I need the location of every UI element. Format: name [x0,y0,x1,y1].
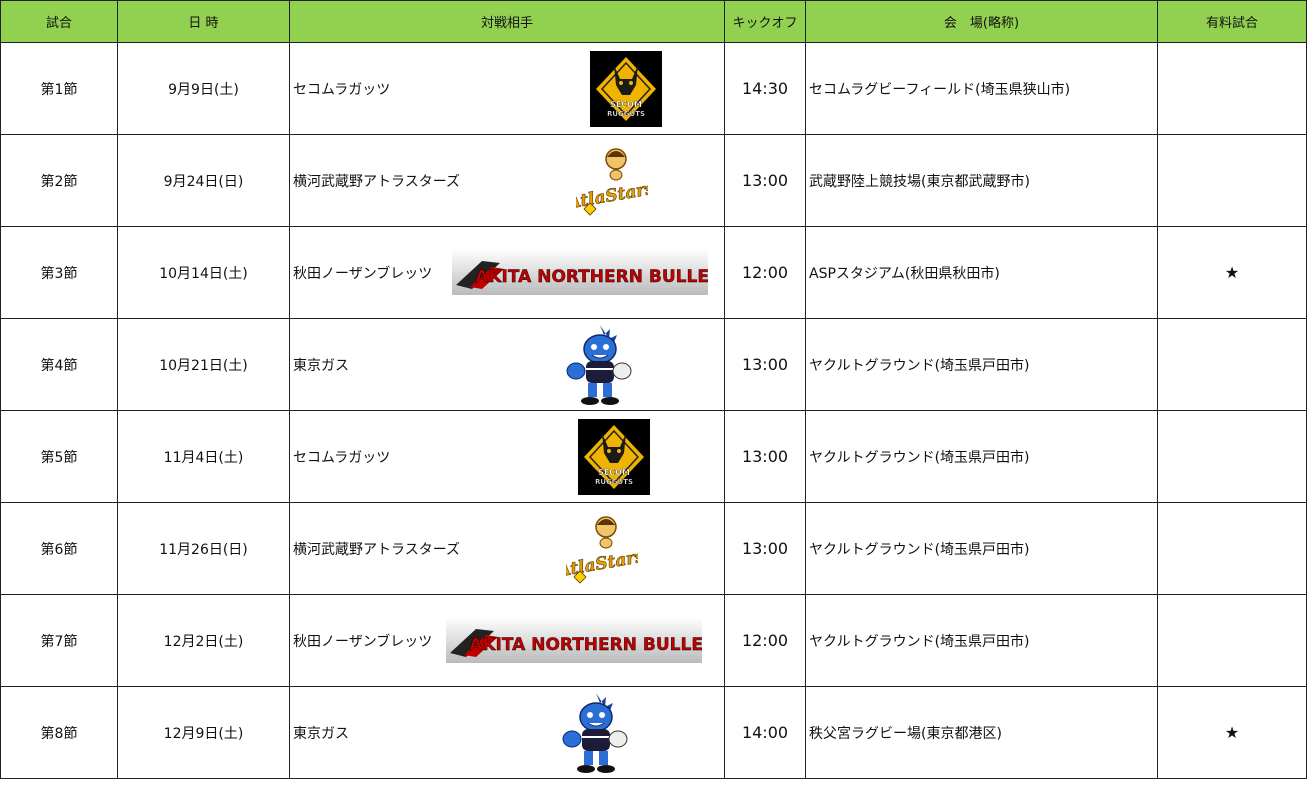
kickoff-cell: 13:00 [724,410,806,503]
opponent-cell: 横河武蔵野アトラスターズ AtlaStars [289,134,725,227]
date-cell: 12月9日(土) [117,686,290,779]
paid-match-cell: ★ [1157,686,1307,779]
secom-logo-top: SECOM [598,468,630,477]
opponent-name: 東京ガス [293,725,349,742]
venue-cell: セコムラグビーフィールド(埼玉県狭山市) [805,42,1158,135]
akita-logo-text: AKITA NORTHERN BULLETS [475,267,708,287]
paid-match-cell [1157,502,1307,595]
header-date: 日 時 [117,0,290,43]
kickoff-cell: 12:00 [724,226,806,319]
date-cell: 9月24日(日) [117,134,290,227]
atla-team-logo: AtlaStars [554,511,647,587]
secom-logo-top: SECOM [610,100,642,109]
match-cell: 第5節 [0,410,118,503]
secom-logo-bottom: RUGGUTS [595,478,633,486]
opponent-name: 横河武蔵野アトラスターズ [293,173,461,190]
kickoff-cell: 12:00 [724,594,806,687]
venue-cell: 秩父宮ラグビー場(東京都港区) [805,686,1158,779]
kickoff-cell: 13:00 [724,502,806,595]
kickoff-cell: 13:00 [724,134,806,227]
kickoff-cell: 14:30 [724,42,806,135]
opponent-cell: 秋田ノーザンブレッツ AKITA NORTHERN BULLETS [289,226,733,319]
paid-match-cell [1157,318,1307,411]
atla-team-logo: AtlaStars [564,143,657,219]
opponent-cell: 東京ガス [289,686,725,779]
header-kickoff: キックオフ [724,0,806,43]
date-cell: 10月21日(土) [117,318,290,411]
paid-match-cell [1157,42,1307,135]
gas-team-logo [564,323,636,407]
paid-match-cell: ★ [1157,226,1307,319]
opponent-name: 横河武蔵野アトラスターズ [293,541,461,558]
secom-logo-bottom: RUGGUTS [607,110,645,118]
venue-cell: ヤクルトグラウンド(埼玉県戸田市) [805,318,1158,411]
opponent-name: セコムラガッツ [293,81,391,98]
header-venue: 会 場(略称) [805,0,1158,43]
opponent-name: 秋田ノーザンブレッツ [293,265,433,282]
paid-match-cell [1157,410,1307,503]
akita-logo-text: AKITA NORTHERN BULLETS [469,635,702,655]
date-cell: 10月14日(土) [117,226,290,319]
gas-team-logo [560,691,632,775]
venue-cell: ASPスタジアム(秋田県秋田市) [805,226,1158,319]
match-cell: 第6節 [0,502,118,595]
paid-match-cell [1157,134,1307,227]
opponent-cell: 秋田ノーザンブレッツ AKITA NORTHERN BULLETS [289,594,727,687]
match-cell: 第7節 [0,594,118,687]
match-cell: 第4節 [0,318,118,411]
header-paid: 有料試合 [1157,0,1307,43]
header-row: 試合 日 時 対戦相手 キックオフ 会 場(略称) 有料試合 [0,0,1307,43]
match-cell: 第1節 [0,42,118,135]
match-cell: 第8節 [0,686,118,779]
opponent-name: 東京ガス [293,357,349,374]
akita-team-logo: AKITA NORTHERN BULLETS [446,617,727,663]
header-match: 試合 [0,0,118,43]
venue-cell: ヤクルトグラウンド(埼玉県戸田市) [805,502,1158,595]
header-opponent: 対戦相手 [289,0,725,43]
match-cell: 第2節 [0,134,118,227]
date-cell: 11月4日(土) [117,410,290,503]
kickoff-cell: 13:00 [724,318,806,411]
venue-cell: ヤクルトグラウンド(埼玉県戸田市) [805,410,1158,503]
opponent-name: 秋田ノーザンブレッツ [293,633,433,650]
opponent-cell: 横河武蔵野アトラスターズ AtlaStars [289,502,725,595]
venue-cell: ヤクルトグラウンド(埼玉県戸田市) [805,594,1158,687]
paid-match-cell [1157,594,1307,687]
opponent-name: セコムラガッツ [293,449,391,466]
date-cell: 12月2日(土) [117,594,290,687]
venue-cell: 武蔵野陸上競技場(東京都武蔵野市) [805,134,1158,227]
opponent-cell: 東京ガス [289,318,725,411]
akita-team-logo: AKITA NORTHERN BULLETS [452,249,733,295]
date-cell: 11月26日(日) [117,502,290,595]
date-cell: 9月9日(土) [117,42,290,135]
kickoff-cell: 14:00 [724,686,806,779]
match-cell: 第3節 [0,226,118,319]
